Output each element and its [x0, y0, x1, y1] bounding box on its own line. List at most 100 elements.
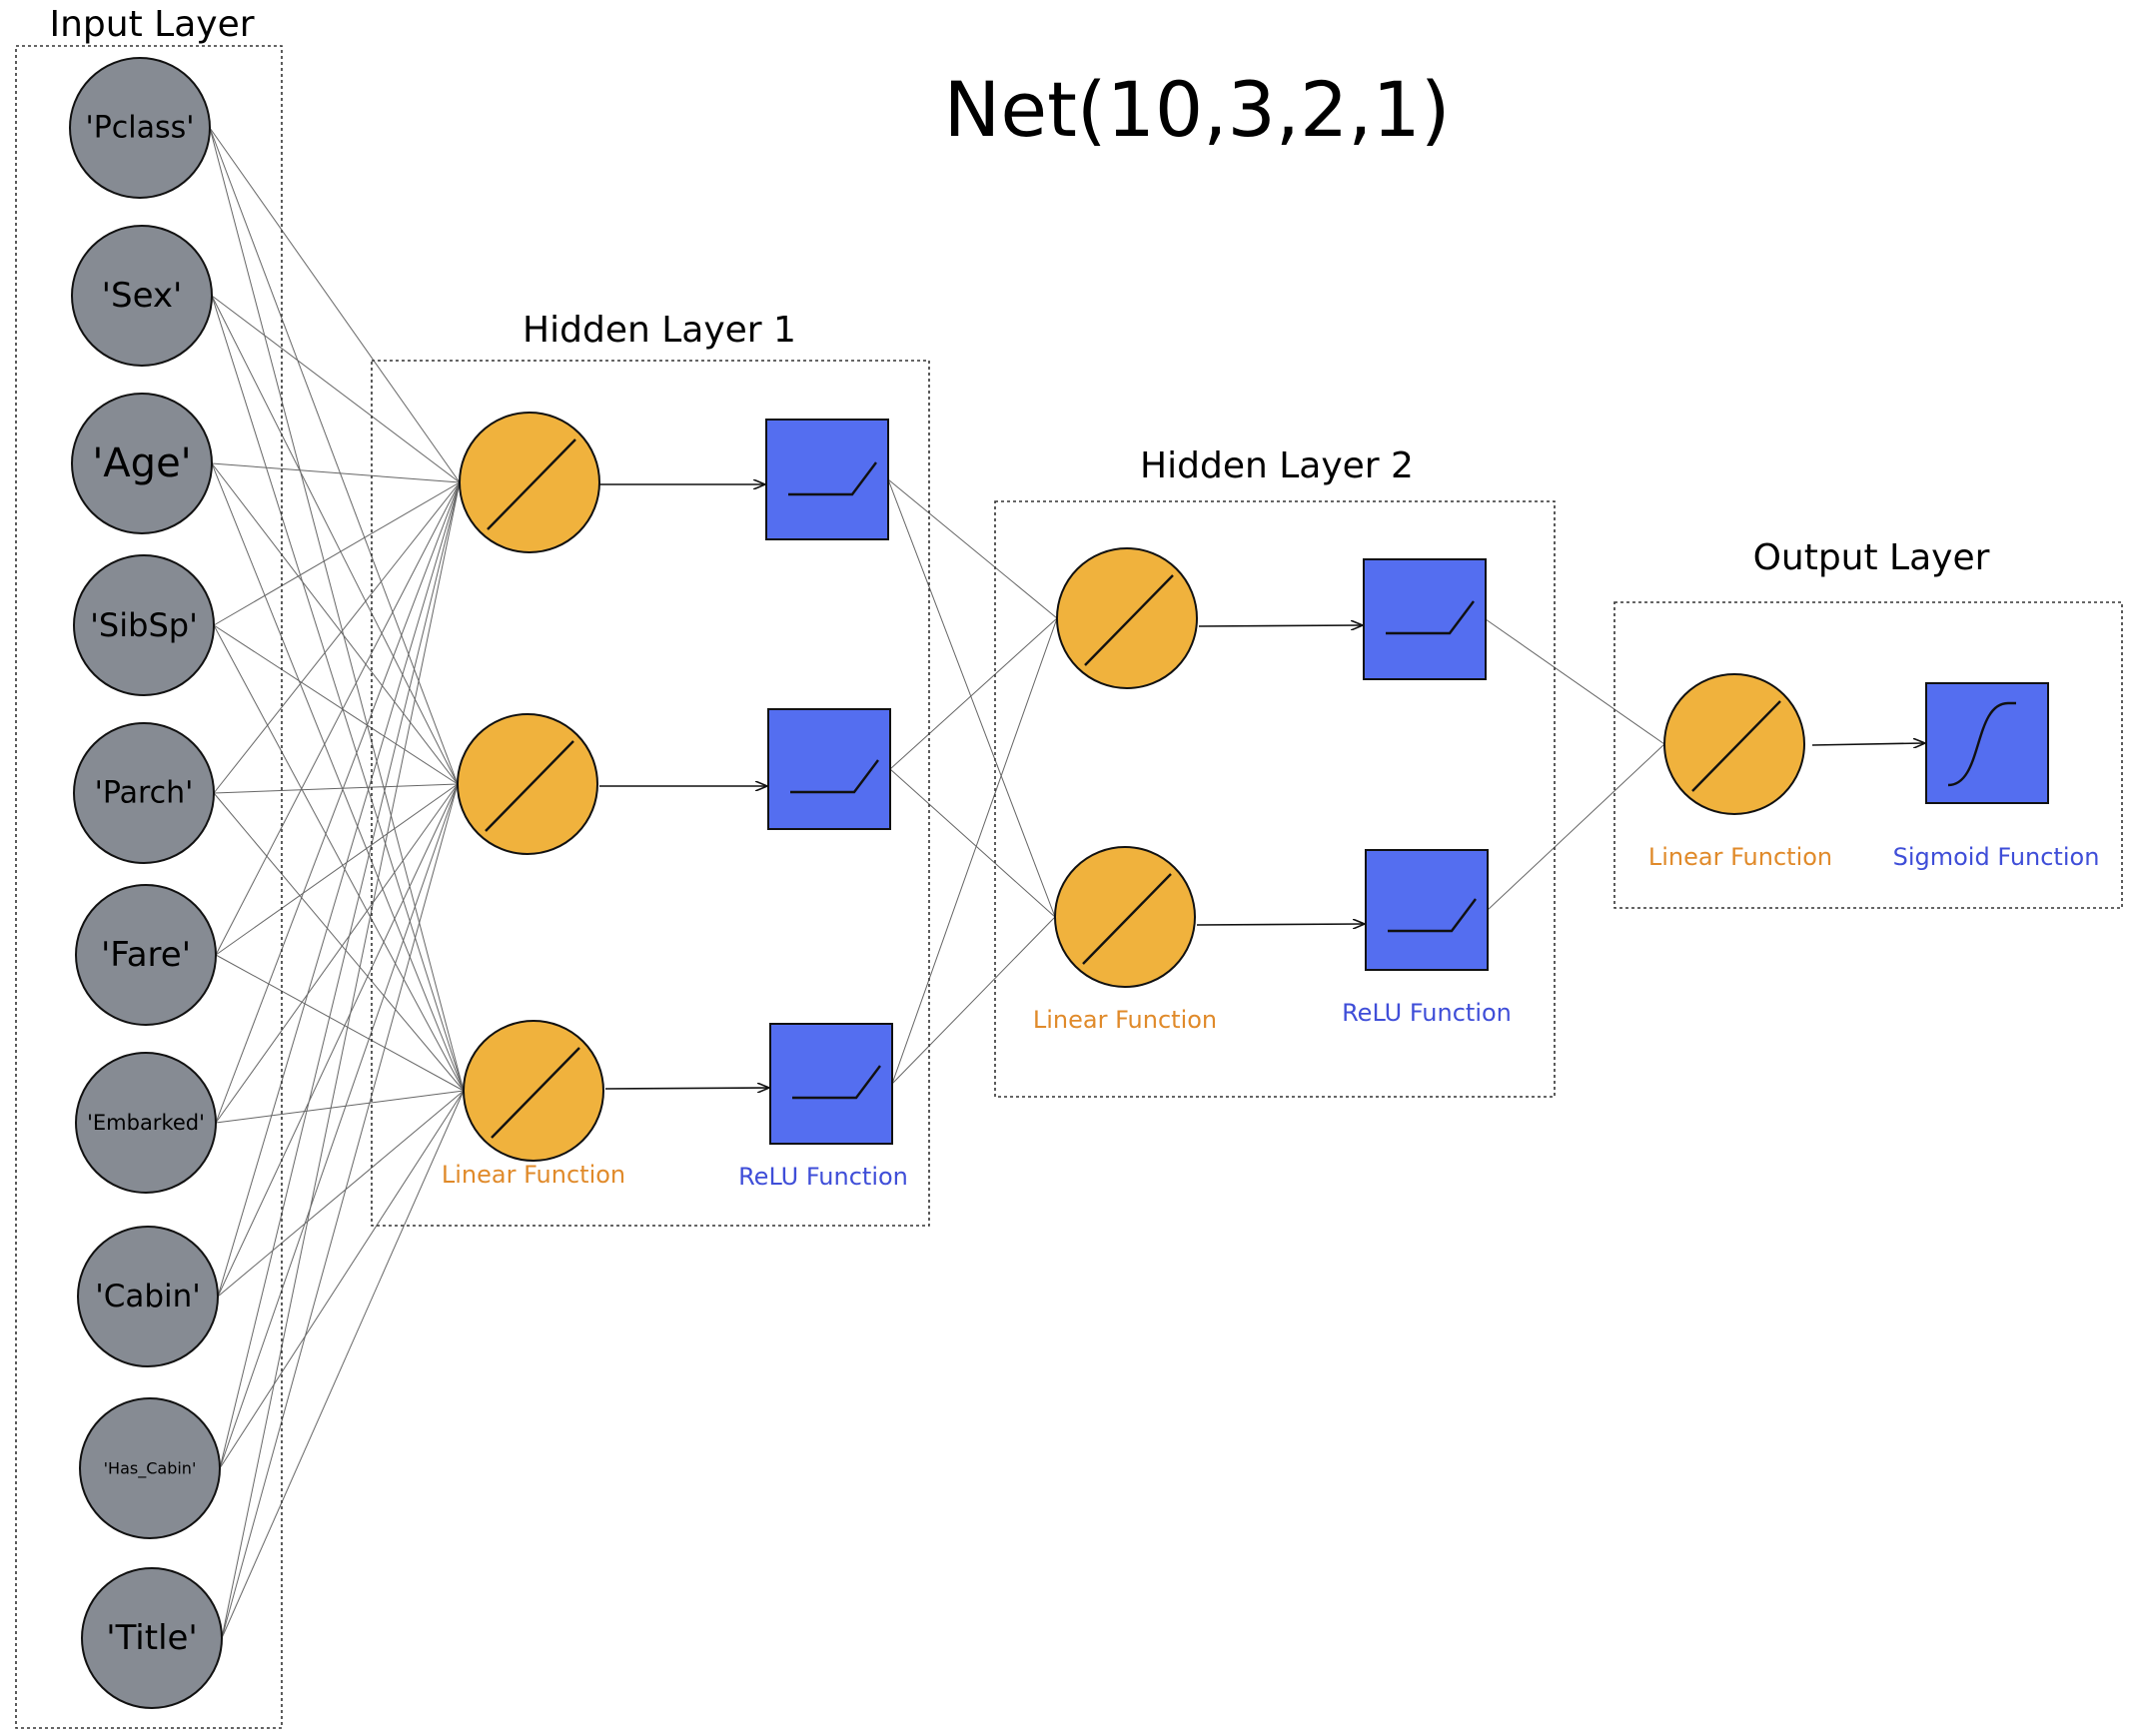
input-node-label: 'Embarked' — [87, 1111, 205, 1135]
linear-function-label: Linear Function — [1033, 1006, 1217, 1034]
linear-neuron — [463, 1020, 604, 1162]
linear-neuron — [1054, 846, 1196, 988]
input-node: 'Sex' — [71, 225, 213, 367]
input-node-label: 'Sex' — [102, 276, 183, 316]
input-node: 'Fare' — [75, 884, 217, 1026]
input-node-label: 'Fare' — [101, 935, 191, 975]
input-node-label: 'Age' — [92, 440, 191, 486]
linear-function-icon — [485, 740, 574, 832]
hidden1-to-hidden2-edge — [891, 617, 1058, 1085]
input-to-hidden1-edge — [215, 481, 461, 1124]
relu-function-label: ReLU Function — [738, 1163, 908, 1191]
input-node-label: 'SibSp' — [90, 606, 198, 644]
input-to-hidden1-edge — [211, 295, 461, 483]
relu-icon — [790, 759, 879, 794]
input-node: 'Title' — [81, 1567, 223, 1709]
input-node: 'Has_Cabin' — [79, 1397, 221, 1539]
input-node-label: 'Has_Cabin' — [104, 1459, 197, 1479]
input-to-hidden1-edge — [209, 127, 459, 785]
output-layer-title: Output Layer — [1753, 537, 1990, 578]
input-to-hidden1-edge — [217, 1090, 465, 1298]
relu-icon — [1386, 600, 1475, 635]
input-node: 'Embarked' — [75, 1052, 217, 1194]
hidden1-to-hidden2-edge — [889, 768, 1056, 918]
input-to-hidden1-edge — [215, 783, 459, 1124]
relu-icon — [1388, 898, 1477, 933]
linear-function-label: Linear Function — [442, 1161, 625, 1189]
hidden-layer-1-box — [371, 360, 930, 1227]
input-layer-box — [15, 45, 283, 1729]
relu-icon — [788, 461, 877, 496]
input-to-hidden1-edge — [213, 783, 459, 794]
hidden2-to-output-edge — [1487, 743, 1665, 911]
connection-lines — [209, 127, 1665, 1639]
hidden-layer-2-box — [994, 500, 1556, 1098]
relu-activation — [1363, 558, 1487, 680]
linear-function-icon — [491, 1047, 580, 1139]
input-to-hidden1-edge — [217, 481, 461, 1298]
input-node: 'Parch' — [73, 722, 215, 864]
input-node-label: 'Title' — [106, 1618, 198, 1658]
linear-neuron — [1056, 547, 1198, 689]
input-to-hidden1-edge — [211, 462, 465, 1092]
input-to-hidden1-edge — [209, 127, 461, 483]
input-to-hidden1-edge — [221, 1090, 465, 1639]
input-to-hidden1-edge — [219, 783, 459, 1469]
sigmoid-activation — [1925, 682, 2049, 804]
input-node-label: 'Pclass' — [85, 111, 194, 146]
input-to-hidden1-edge — [211, 462, 461, 483]
hidden1-to-hidden2-edge — [891, 916, 1056, 1085]
input-layer-title: Input Layer — [49, 4, 254, 45]
relu-activation — [769, 1023, 893, 1145]
linear-neuron — [459, 412, 600, 553]
hidden1-to-hidden2-edge — [887, 478, 1058, 619]
input-to-hidden1-edge — [213, 792, 465, 1092]
input-to-hidden1-edge — [217, 783, 459, 1298]
hidden1-to-hidden2-edge — [887, 478, 1056, 918]
input-node: 'Age' — [71, 393, 213, 534]
hidden-layer-2-title: Hidden Layer 2 — [1140, 445, 1414, 486]
linear-neuron — [457, 713, 598, 855]
forward-arrows — [599, 484, 1924, 1089]
input-to-hidden1-edge — [211, 462, 459, 785]
input-node: 'Cabin' — [77, 1226, 219, 1367]
input-to-hidden1-edge — [209, 127, 465, 1092]
input-node: 'Pclass' — [69, 57, 211, 199]
linear-function-icon — [1084, 574, 1174, 666]
sigmoid-function-label: Sigmoid Function — [1893, 843, 2100, 871]
input-to-hidden1-edge — [219, 1090, 465, 1469]
input-to-hidden1-edge — [211, 295, 465, 1092]
input-to-hidden1-edge — [215, 783, 459, 956]
input-to-hidden1-edge — [213, 481, 461, 626]
linear-function-icon — [1691, 700, 1781, 792]
input-to-hidden1-edge — [213, 481, 461, 794]
linear-neuron — [1663, 673, 1805, 815]
input-to-hidden1-edge — [215, 481, 461, 956]
relu-activation — [767, 708, 891, 830]
hidden2-to-output-edge — [1485, 618, 1665, 745]
relu-activation — [1365, 849, 1489, 971]
input-to-hidden1-edge — [219, 481, 461, 1469]
input-node-label: 'Parch' — [95, 776, 194, 811]
input-to-hidden1-edge — [215, 954, 465, 1092]
input-node-label: 'Cabin' — [95, 1279, 201, 1314]
network-title: Net(10,3,2,1) — [944, 65, 1451, 154]
input-to-hidden1-edge — [215, 1090, 465, 1124]
input-node: 'SibSp' — [73, 554, 215, 696]
input-to-hidden1-edge — [221, 481, 461, 1639]
relu-icon — [792, 1065, 881, 1100]
input-to-hidden1-edge — [211, 295, 459, 785]
relu-function-label: ReLU Function — [1342, 999, 1512, 1027]
hidden-layer-1-title: Hidden Layer 1 — [523, 310, 796, 351]
relu-activation — [765, 419, 889, 540]
linear-function-icon — [487, 438, 576, 530]
input-to-hidden1-edge — [221, 783, 459, 1639]
sigmoid-icon — [1947, 701, 2016, 787]
hidden1-to-hidden2-edge — [889, 617, 1058, 770]
input-to-hidden1-edge — [213, 624, 465, 1092]
output-layer-box — [1613, 601, 2123, 909]
input-to-hidden1-edge — [213, 624, 459, 785]
linear-function-icon — [1082, 873, 1172, 965]
linear-function-label: Linear Function — [1648, 843, 1832, 871]
